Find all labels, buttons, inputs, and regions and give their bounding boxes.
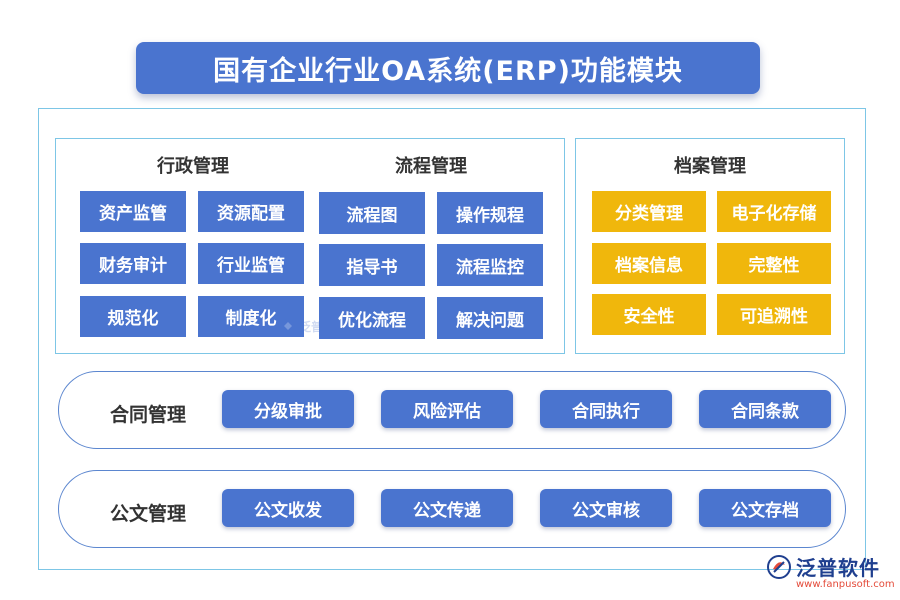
contract-item-contract-execution[interactable]: 合同执行 xyxy=(540,390,672,428)
contract-item-graded-approval[interactable]: 分级审批 xyxy=(222,390,354,428)
contract-item-contract-terms[interactable]: 合同条款 xyxy=(699,390,831,428)
group-title-archive: 档案管理 xyxy=(674,156,746,177)
process-item-flowchart[interactable]: 流程图 xyxy=(319,192,425,234)
admin-item-resource-allocation[interactable]: 资源配置 xyxy=(198,191,304,232)
archive-item-archive-info[interactable]: 档案信息 xyxy=(592,243,706,284)
contract-item-risk-assessment[interactable]: 风险评估 xyxy=(381,390,513,428)
admin-item-institutionalization[interactable]: 制度化 xyxy=(198,296,304,337)
brand-logo-icon xyxy=(767,554,791,579)
archive-item-classification[interactable]: 分类管理 xyxy=(592,191,706,232)
admin-item-asset-supervision[interactable]: 资产监管 xyxy=(80,191,186,232)
archive-item-integrity[interactable]: 完整性 xyxy=(717,243,831,284)
brand-url: www.fanpusoft.com xyxy=(796,579,895,590)
page-title: 国有企业行业OA系统(ERP)功能模块 xyxy=(213,55,683,87)
process-item-solve-problems[interactable]: 解决问题 xyxy=(437,297,543,339)
process-item-optimize-process[interactable]: 优化流程 xyxy=(319,297,425,339)
brand-name: 泛普软件 xyxy=(796,556,880,580)
watermark-text: 泛普 xyxy=(299,319,324,334)
watermark-logo-icon xyxy=(281,319,295,333)
process-item-guide-book[interactable]: 指导书 xyxy=(319,244,425,286)
document-label: 公文管理 xyxy=(110,503,187,525)
admin-item-financial-audit[interactable]: 财务审计 xyxy=(80,243,186,284)
title-banner: 国有企业行业OA系统(ERP)功能模块 xyxy=(136,42,760,94)
document-item-review[interactable]: 公文审核 xyxy=(540,489,672,527)
contract-label: 合同管理 xyxy=(110,404,187,426)
group-title-process: 流程管理 xyxy=(395,156,467,177)
admin-item-industry-supervision[interactable]: 行业监管 xyxy=(198,243,304,284)
archive-item-security[interactable]: 安全性 xyxy=(592,294,706,335)
document-item-send-receive[interactable]: 公文收发 xyxy=(222,489,354,527)
document-item-transmission[interactable]: 公文传递 xyxy=(381,489,513,527)
document-item-archive[interactable]: 公文存档 xyxy=(699,489,831,527)
outer-frame xyxy=(38,108,866,570)
brand-logo: 泛普软件 www.fanpusoft.com xyxy=(766,552,896,596)
admin-item-standardization[interactable]: 规范化 xyxy=(80,296,186,337)
process-item-operating-procedures[interactable]: 操作规程 xyxy=(437,192,543,234)
archive-item-electronic-storage[interactable]: 电子化存储 xyxy=(717,191,831,232)
watermark: 泛普 xyxy=(280,314,340,338)
archive-item-traceability[interactable]: 可追溯性 xyxy=(717,294,831,335)
process-item-process-monitoring[interactable]: 流程监控 xyxy=(437,244,543,286)
group-title-admin: 行政管理 xyxy=(157,156,229,177)
